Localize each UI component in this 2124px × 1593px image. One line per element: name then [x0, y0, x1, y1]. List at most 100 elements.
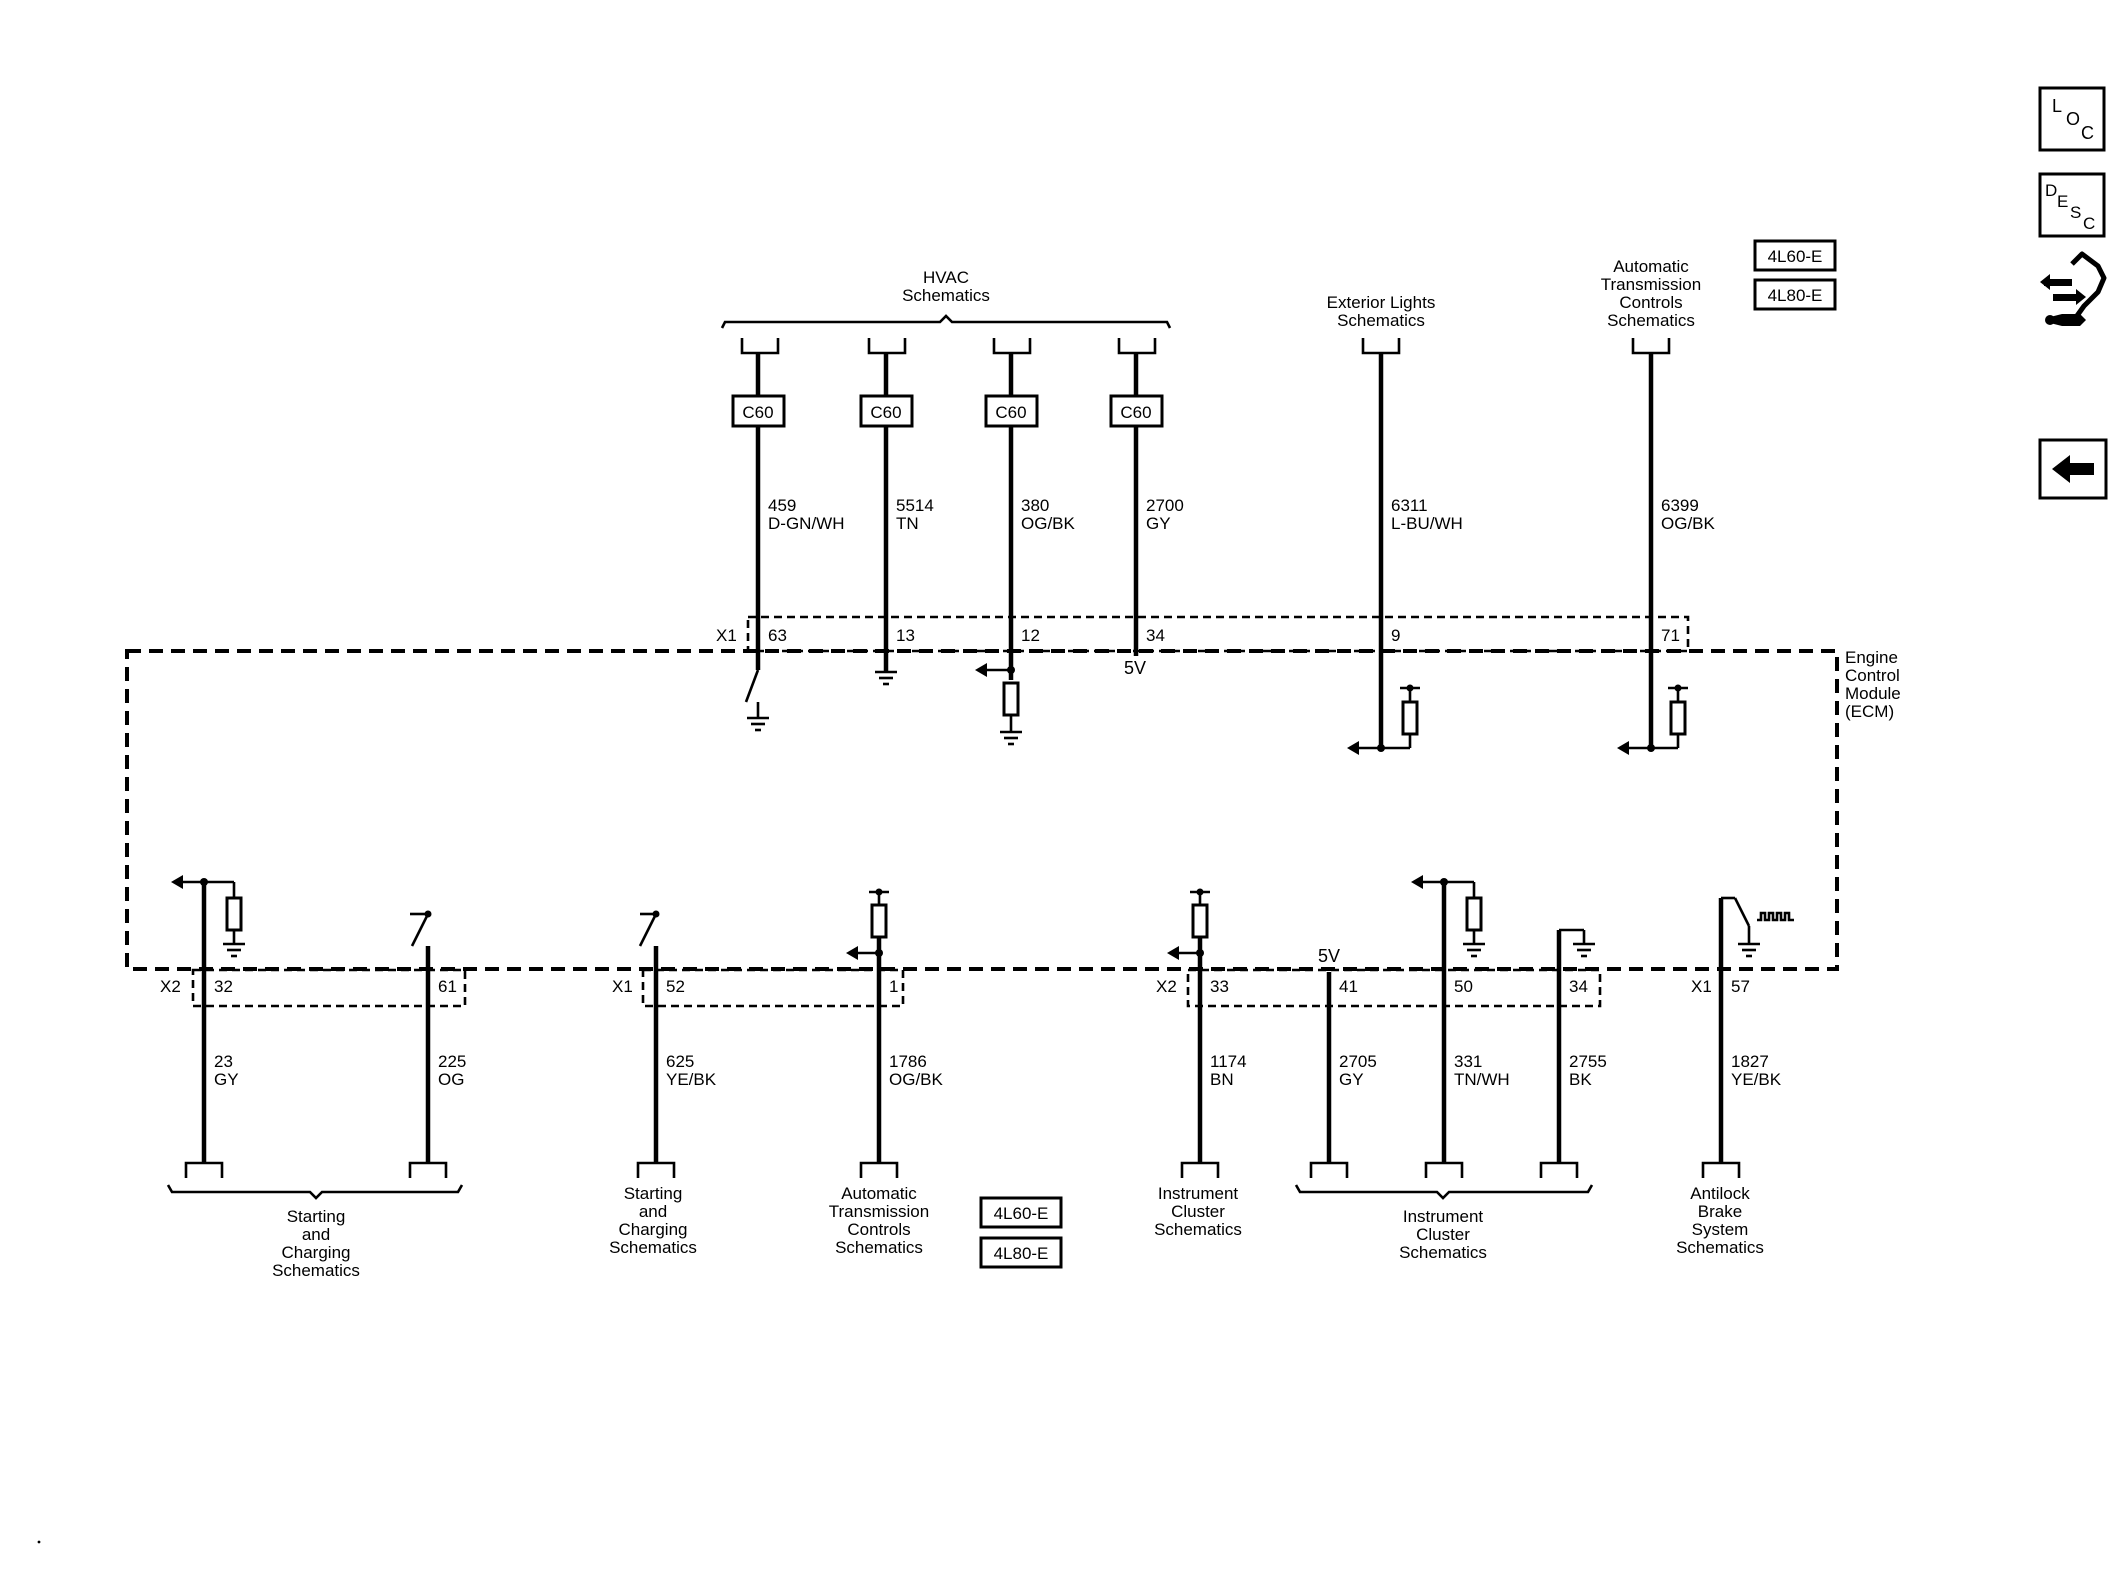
pin-33-label: 33 [1210, 977, 1229, 996]
atc-schematics-top-label: Automatic Transmission Controls Schemati… [1601, 257, 1701, 330]
svg-text:Instrument: Instrument [1403, 1207, 1484, 1226]
wire-625: 52 625 YE/BK [636, 910, 717, 1178]
wire-6311: 6311 L-BU/WH 9 [1347, 338, 1463, 755]
variant-box-bottom-4l60e[interactable]: 4L60-E [979, 1196, 1063, 1229]
variant-box-top-4l60e[interactable]: 4L60-E [1753, 239, 1837, 272]
arrow-left-icon [846, 946, 858, 960]
wire-2755-circuit: 2755 [1569, 1052, 1607, 1071]
svg-text:Cluster: Cluster [1171, 1202, 1225, 1221]
wire-1786-color: OG/BK [889, 1070, 944, 1089]
wire-2755-color: BK [1569, 1070, 1592, 1089]
arrow-left-icon [2052, 455, 2094, 483]
pin-57-label: 57 [1731, 977, 1750, 996]
variant-box-bottom-4l80e[interactable]: 4L80-E [979, 1236, 1063, 1269]
back-button[interactable] [2038, 438, 2108, 500]
svg-text:Module: Module [1845, 684, 1901, 703]
wire-2700-circuit: 2700 [1146, 496, 1184, 515]
svg-text:Control: Control [1845, 666, 1900, 685]
svg-text:Charging: Charging [619, 1220, 688, 1239]
connector-repair-icon [2040, 251, 2107, 326]
svg-text:O: O [2066, 109, 2080, 129]
wire-380-circuit: 380 [1021, 496, 1049, 515]
arrow-left-icon [1347, 741, 1359, 755]
resistor-icon [1191, 903, 1209, 939]
connector-repair-button[interactable] [2040, 251, 2107, 326]
ground-icon [1738, 942, 1760, 958]
wire-2700-color: GY [1146, 514, 1171, 533]
wire-225-color: OG [438, 1070, 464, 1089]
svg-text:D: D [2045, 181, 2057, 200]
wire-380: C60 380 OG/BK 12 [975, 338, 1076, 746]
arrow-left-icon [1411, 875, 1423, 889]
svg-text:and: and [639, 1202, 667, 1221]
arrow-left-icon [1617, 741, 1629, 755]
wire-225-circuit: 225 [438, 1052, 466, 1071]
pin-52-label: 52 [666, 977, 685, 996]
wire-1786-circuit: 1786 [889, 1052, 927, 1071]
ground-icon [1573, 942, 1595, 958]
resistor-icon [1002, 681, 1020, 717]
ground-icon [747, 716, 769, 732]
svg-text:C60: C60 [1120, 403, 1151, 422]
location-button[interactable]: L O C [2038, 86, 2106, 152]
wire-5514: C60 5514 TN 13 [859, 338, 934, 686]
svg-text:Exterior Lights: Exterior Lights [1327, 293, 1436, 312]
resistor-icon [870, 903, 888, 939]
svg-text:Schematics: Schematics [1676, 1238, 1764, 1257]
pin-63-label: 63 [768, 626, 787, 645]
pin-13-label: 13 [896, 626, 915, 645]
wire-625-color: YE/BK [666, 1070, 717, 1089]
connector-x2-left-label: X2 [160, 977, 181, 996]
svg-text:Schematics: Schematics [1154, 1220, 1242, 1239]
svg-text:Controls: Controls [1619, 293, 1682, 312]
svg-text:Schematics: Schematics [1399, 1243, 1487, 1262]
wire-23-color: GY [214, 1070, 239, 1089]
pin-1-label: 1 [889, 977, 898, 996]
variant-box-top-4l80e[interactable]: 4L80-E [1753, 278, 1837, 311]
wire-2705-circuit: 2705 [1339, 1052, 1377, 1071]
svg-text:Transmission: Transmission [1601, 275, 1701, 294]
hvac-group-bracket [720, 314, 1172, 329]
svg-text:C: C [2083, 214, 2095, 233]
pin-12-label: 12 [1021, 626, 1040, 645]
corner-mark [37, 1540, 41, 1544]
wire-625-circuit: 625 [666, 1052, 694, 1071]
starting-charging-schematics-label-b: Starting and Charging Schematics [609, 1184, 697, 1257]
switch-contact [744, 669, 760, 703]
pulse-signal-icon [1757, 911, 1794, 922]
wire-331-circuit: 331 [1454, 1052, 1482, 1071]
wire-2700: C60 2700 GY 34 5V [1109, 338, 1184, 678]
svg-text:Controls: Controls [847, 1220, 910, 1239]
pin-71-label: 71 [1661, 626, 1680, 645]
wire-331: 50 331 TN/WH [1411, 875, 1510, 1178]
svg-text:Starting: Starting [624, 1184, 683, 1203]
abs-schematics-label: Antilock Brake System Schematics [1676, 1184, 1764, 1257]
arrow-left-icon [975, 663, 987, 677]
svg-text:S: S [2070, 203, 2081, 222]
ground-icon [875, 670, 897, 686]
resistor-icon [1465, 896, 1483, 932]
ecm-module-label: Engine Control Module (ECM) [1845, 648, 1901, 721]
connector-x1-middle-label: X1 [612, 977, 633, 996]
description-button[interactable]: D E S C [2038, 172, 2106, 238]
svg-text:Automatic: Automatic [841, 1184, 917, 1203]
svg-text:4L80-E: 4L80-E [994, 1244, 1049, 1263]
pin-34-bottom-label: 34 [1569, 977, 1588, 996]
resistor-icon [1401, 700, 1419, 736]
pin-32-label: 32 [214, 977, 233, 996]
svg-text:4L80-E: 4L80-E [1768, 286, 1823, 305]
connector-x1-top-label: X1 [716, 626, 737, 645]
wire-5514-color: TN [896, 514, 919, 533]
arrow-left-icon [171, 875, 183, 889]
connector-x2-left [191, 968, 467, 1008]
svg-text:Brake: Brake [1698, 1202, 1742, 1221]
instrument-cluster-schematics-label-b: Instrument Cluster Schematics [1399, 1207, 1487, 1262]
wire-1174-circuit: 1174 [1210, 1052, 1247, 1071]
wire-2755: 34 2755 BK [1539, 928, 1607, 1178]
connector-x2-right [1186, 968, 1602, 1008]
connector-x1-right-label: X1 [1691, 977, 1712, 996]
pin-50-label: 50 [1454, 977, 1473, 996]
wire-225: 61 225 OG [408, 910, 466, 1178]
ground-icon [223, 942, 245, 958]
resistor-icon [1669, 700, 1687, 736]
